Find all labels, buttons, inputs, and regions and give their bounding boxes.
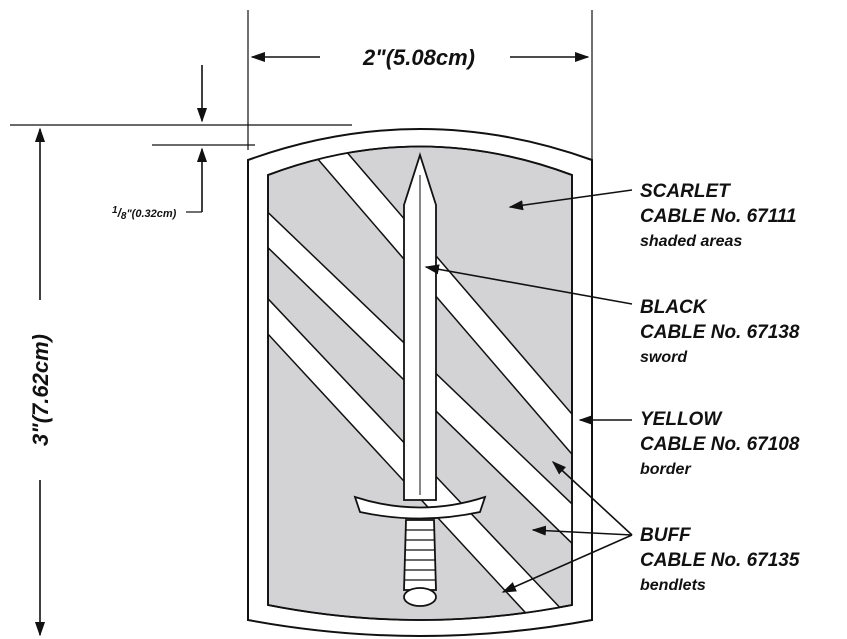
callout-note: sword xyxy=(640,349,688,366)
callout-cable: CABLE No. 67111 xyxy=(640,206,797,227)
callout-note: shaded areas xyxy=(640,233,742,250)
callout-buff: BUFF CABLE No. 67135 bendlets xyxy=(640,525,800,594)
bendlet-2 xyxy=(268,198,572,592)
callout-cable: CABLE No. 67108 xyxy=(640,434,800,455)
sword-guard xyxy=(353,495,487,520)
sword-pommel xyxy=(403,587,437,607)
callout-cable: CABLE No. 67135 xyxy=(640,550,800,571)
callout-scarlet: SCARLET CABLE No. 67111 shaded areas xyxy=(640,181,797,250)
width-label: 2"(5.08cm) xyxy=(362,45,475,70)
sword xyxy=(353,152,487,607)
callout-note: border xyxy=(640,461,691,478)
callout-color: SCARLET xyxy=(640,181,731,202)
callout-color: YELLOW xyxy=(640,409,723,430)
height-label: 3"(7.62cm) xyxy=(28,334,53,446)
callout-yellow: YELLOW CABLE No. 67108 border xyxy=(640,409,800,478)
callout-black: BLACK CABLE No. 67138 sword xyxy=(640,297,800,366)
callout-color: BLACK xyxy=(640,297,708,318)
callout-cable: CABLE No. 67138 xyxy=(640,322,800,343)
sword-grip xyxy=(403,519,437,591)
border-fraction: 1/8"(0.32cm) xyxy=(112,205,177,222)
callout-color: BUFF xyxy=(640,525,692,546)
callout-note: bendlets xyxy=(640,577,706,594)
